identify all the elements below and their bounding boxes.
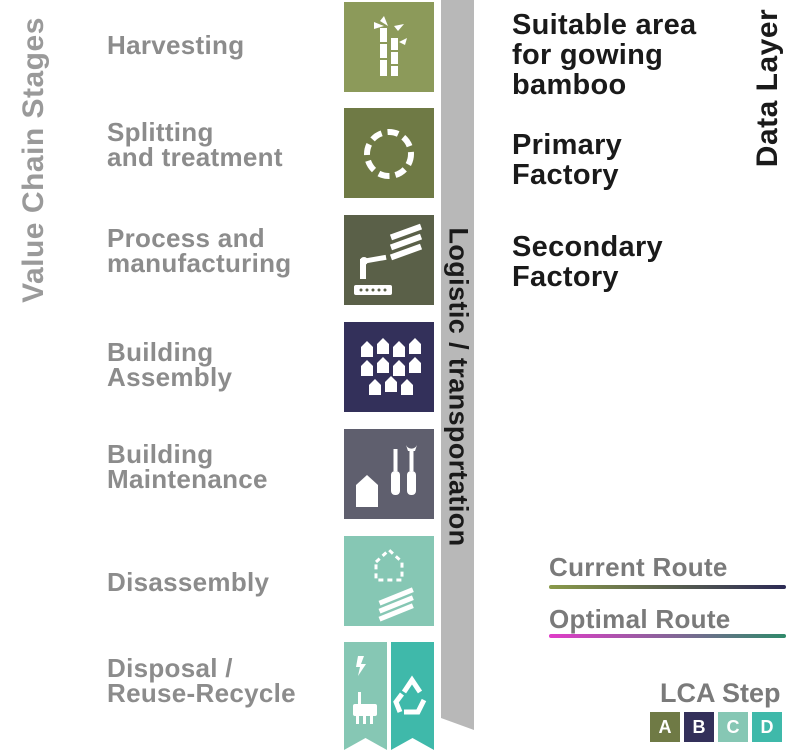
stage-label-process: Process and manufacturing [107, 223, 292, 278]
maintenance-tile [344, 429, 434, 519]
splitting-tile [344, 108, 434, 198]
stage-label-harvesting: Harvesting [107, 30, 245, 60]
dashed-circle-icon [344, 108, 434, 198]
optimal-route-label: Optimal Route [549, 604, 731, 634]
process-tile [344, 215, 434, 305]
bamboo-icon [344, 2, 434, 92]
optimal-route-line [549, 634, 786, 638]
stage-label-assembly: Building Assembly [107, 337, 233, 392]
layer-suitable-area: Suitable area for gowing bamboo [512, 9, 697, 101]
layer-secondary-factory: Secondary Factory [512, 231, 663, 293]
harvesting-tile [344, 2, 434, 92]
stage-label-disassembly: Disassembly [107, 567, 270, 597]
current-route-line [549, 585, 786, 589]
assembly-tile [344, 322, 434, 412]
logistic-transportation-label: Logistic / transportation [443, 227, 474, 547]
lca-step-title: LCA Step [660, 678, 781, 708]
recycle-icon [391, 642, 434, 750]
energy-icon [344, 642, 387, 750]
stage-label-disposal: Disposal / Reuse-Recycle [107, 653, 296, 708]
lca-step-a: A [650, 712, 680, 742]
disposal-tile [344, 642, 434, 750]
logistic-bar [441, 0, 474, 730]
lca-step-d: D [752, 712, 782, 742]
stage-label-splitting: Splitting and treatment [107, 117, 283, 172]
current-route-label: Current Route [549, 552, 728, 582]
dashed-house-icon [344, 536, 434, 626]
houses-icon [344, 322, 434, 412]
lca-step-c: C [718, 712, 748, 742]
stage-label-maintenance: Building Maintenance [107, 439, 268, 494]
robot-arm-icon [344, 215, 434, 305]
value-chain-stages-title: Value Chain Stages [17, 17, 50, 303]
tools-icon [344, 429, 434, 519]
data-layer-title: Data Layer [751, 8, 784, 168]
disassembly-tile [344, 536, 434, 626]
layer-primary-factory: Primary Factory [512, 129, 623, 191]
lca-step-b: B [684, 712, 714, 742]
